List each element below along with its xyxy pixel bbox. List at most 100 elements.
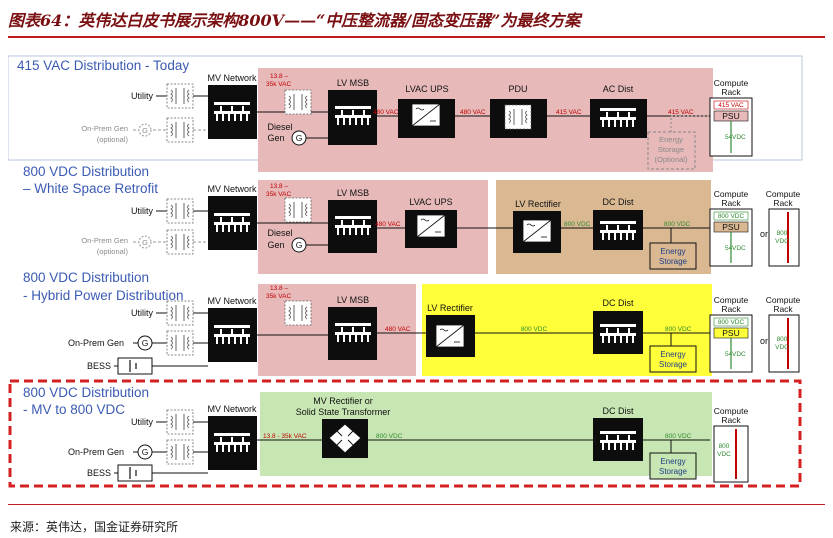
converter-icon	[416, 214, 446, 238]
svg-text:BESS: BESS	[87, 361, 111, 371]
svg-text:VDC: VDC	[732, 134, 746, 141]
svg-text:– White Space Retrofit: – White Space Retrofit	[23, 181, 158, 196]
section-415vac-today: 415 VAC Distribution - Today Utility On-…	[8, 55, 803, 172]
svg-text:G: G	[142, 338, 149, 348]
transformer-icon	[166, 229, 194, 255]
mv-network-label: MV Network	[207, 73, 257, 83]
transformer-icon	[284, 197, 312, 223]
transformer-icon	[166, 300, 194, 326]
figure-header: 图表64：英伟达白皮书展示架构800V——“中压整流器/固态变压器”为最终方案	[0, 0, 833, 40]
pdu-label: PDU	[508, 84, 527, 94]
transformer-icon	[166, 330, 194, 356]
svg-text:415 VAC: 415 VAC	[556, 109, 582, 116]
svg-text:VDC: VDC	[732, 245, 746, 252]
mv-rectifier-label: MV Rectifier or	[313, 396, 373, 406]
transformer-icon	[504, 104, 532, 130]
svg-text:Storage: Storage	[659, 467, 688, 476]
svg-text:LV Rectifier: LV Rectifier	[427, 303, 473, 313]
svg-text:800 VDC: 800 VDC	[664, 221, 691, 228]
svg-text:480 VAC: 480 VAC	[460, 109, 486, 116]
svg-text:- MV to 800 VDC: - MV to 800 VDC	[23, 402, 125, 417]
svg-text:Energy: Energy	[659, 135, 683, 144]
svg-text:Energy: Energy	[660, 247, 685, 256]
battery-icon	[117, 464, 153, 482]
transformer-icon	[166, 117, 194, 143]
svg-text:G: G	[142, 238, 148, 247]
svg-text:Utility: Utility	[131, 417, 153, 427]
onprem-gen-optional-label: On-Prem Gen	[81, 124, 128, 133]
power-architecture-diagram: 415 VAC Distribution - Today Utility On-…	[8, 55, 803, 488]
svg-text:Rack: Rack	[773, 304, 793, 314]
svg-text:Storage: Storage	[659, 360, 688, 369]
svg-text:54: 54	[725, 245, 733, 252]
svg-text:BESS: BESS	[87, 468, 111, 478]
lv-rectifier-label: LV Rectifier	[515, 199, 561, 209]
energy-storage-optional-box	[647, 131, 696, 170]
svg-text:(Optional): (Optional)	[655, 155, 688, 164]
svg-text:DC Dist: DC Dist	[603, 197, 634, 207]
figure-footer: 来源：英伟达，国金证券研究所	[0, 504, 833, 538]
svg-text:MV Network: MV Network	[207, 404, 257, 414]
svg-text:VDC: VDC	[717, 451, 731, 458]
footer-rule	[8, 504, 825, 505]
svg-text:13.8 - 35k VAC: 13.8 - 35k VAC	[263, 433, 307, 440]
svg-text:Compute: Compute	[766, 295, 801, 305]
svg-text:or: or	[760, 336, 768, 346]
transformer-icon	[166, 439, 194, 465]
energy-storage-box	[649, 452, 697, 480]
svg-text:480 VAC: 480 VAC	[373, 109, 399, 116]
svg-text:Compute: Compute	[766, 189, 801, 199]
svg-text:Diesel: Diesel	[267, 228, 292, 238]
section-title-415vac: 415 VAC Distribution - Today	[17, 58, 189, 73]
ac-dist-label: AC Dist	[603, 84, 634, 94]
svg-text:35k VAC: 35k VAC	[266, 81, 291, 88]
converter-icon	[522, 219, 552, 243]
svg-text:800 VDC Distribution: 800 VDC Distribution	[23, 164, 149, 179]
svg-text:800 VDC Distribution: 800 VDC Distribution	[23, 385, 149, 400]
svg-text:54: 54	[725, 134, 733, 141]
svg-text:G: G	[296, 240, 303, 250]
svg-text:VDC: VDC	[775, 238, 789, 245]
svg-text:54: 54	[725, 351, 733, 358]
svg-text:G: G	[142, 126, 148, 135]
lvac-ups-label: LVAC UPS	[405, 84, 448, 94]
svg-text:13.8 –: 13.8 –	[270, 73, 288, 80]
generator-icon	[138, 235, 152, 249]
svg-text:MV Network: MV Network	[207, 184, 257, 194]
svg-text:35k VAC: 35k VAC	[266, 293, 291, 300]
svg-text:Gen: Gen	[267, 240, 284, 250]
utility-label: Utility	[131, 91, 153, 101]
svg-text:800 VDC: 800 VDC	[718, 319, 745, 326]
svg-text:On-Prem Gen: On-Prem Gen	[81, 236, 128, 245]
svg-text:LV MSB: LV MSB	[337, 295, 369, 305]
svg-text:800 VDC: 800 VDC	[564, 221, 591, 228]
svg-text:Storage: Storage	[658, 145, 684, 154]
svg-text:Rack: Rack	[721, 304, 741, 314]
svg-text:PSU: PSU	[722, 111, 739, 121]
svg-text:800 VDC: 800 VDC	[376, 433, 403, 440]
svg-text:800: 800	[719, 443, 730, 450]
svg-text:480 VAC: 480 VAC	[385, 326, 411, 333]
transformer-icon	[284, 89, 312, 115]
svg-text:Rack: Rack	[721, 87, 741, 97]
svg-text:13.8 –: 13.8 –	[270, 183, 288, 190]
svg-text:Energy: Energy	[660, 350, 685, 359]
svg-text:DC Dist: DC Dist	[603, 298, 634, 308]
svg-text:LV MSB: LV MSB	[337, 188, 369, 198]
source-note: 来源：英伟达，国金证券研究所	[10, 520, 179, 534]
svg-text:Diesel: Diesel	[267, 122, 292, 132]
svg-text:On-Prem Gen: On-Prem Gen	[68, 447, 124, 457]
svg-text:800 VDC: 800 VDC	[665, 326, 692, 333]
svg-text:Gen: Gen	[267, 133, 284, 143]
optional-label: (optional)	[97, 135, 129, 144]
svg-text:Compute: Compute	[714, 189, 749, 199]
svg-text:800 VDC: 800 VDC	[521, 326, 548, 333]
svg-text:(optional): (optional)	[97, 247, 129, 256]
svg-text:Storage: Storage	[659, 257, 688, 266]
svg-text:800 VDC Distribution: 800 VDC Distribution	[23, 270, 149, 285]
svg-text:VDC: VDC	[775, 344, 789, 351]
energy-storage-box	[649, 242, 697, 270]
generator-icon	[138, 123, 152, 137]
svg-text:Utility: Utility	[131, 308, 153, 318]
svg-text:MV Network: MV Network	[207, 296, 257, 306]
